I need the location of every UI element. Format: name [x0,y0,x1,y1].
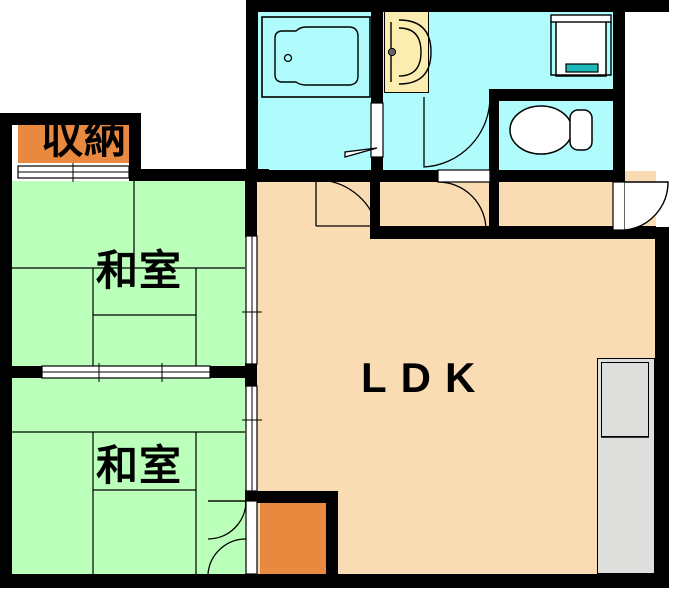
room-bath [257,11,377,171]
wall-right-ldk [655,227,669,586]
wall-right-upper [613,0,625,182]
wall-bottom [0,574,669,588]
vanity-body [384,11,429,93]
wall-genkan-divider [489,182,499,230]
label-closet-top: 収納 [41,114,128,163]
balcony-upper-panel [601,362,649,437]
wall-tatami-divider-left [12,366,44,378]
label-washitsu-lower: 和室 [96,441,183,490]
label-washitsu-upper: 和室 [96,246,183,295]
wall-genkan-right [613,182,625,230]
wall-genkan-left [370,182,380,230]
wall-tatami-divider-right [209,366,257,378]
wall-closet-bottom-top [254,491,338,503]
room-washer-alcove [490,11,615,89]
label-ldk: LDK [361,354,490,401]
wall-washer-toilet [489,89,615,101]
wall-washroom-toilet [489,90,499,182]
room-closet-bottom [260,501,332,574]
wall-closet-right [129,113,141,173]
room-toilet [497,96,615,171]
wall-bath-left [246,0,258,182]
wall-closet-bottom-right [326,491,338,576]
wall-tatami-ldk-upper [245,169,257,237]
wall-top-wet [246,0,669,12]
wall-left [0,113,12,586]
wall-toilet-bottom [489,170,615,182]
wall-closet-top [12,113,141,125]
wall-tatami-top [129,169,269,181]
closet-top-fusuma [17,165,130,179]
wall-bath-washroom [371,0,383,103]
